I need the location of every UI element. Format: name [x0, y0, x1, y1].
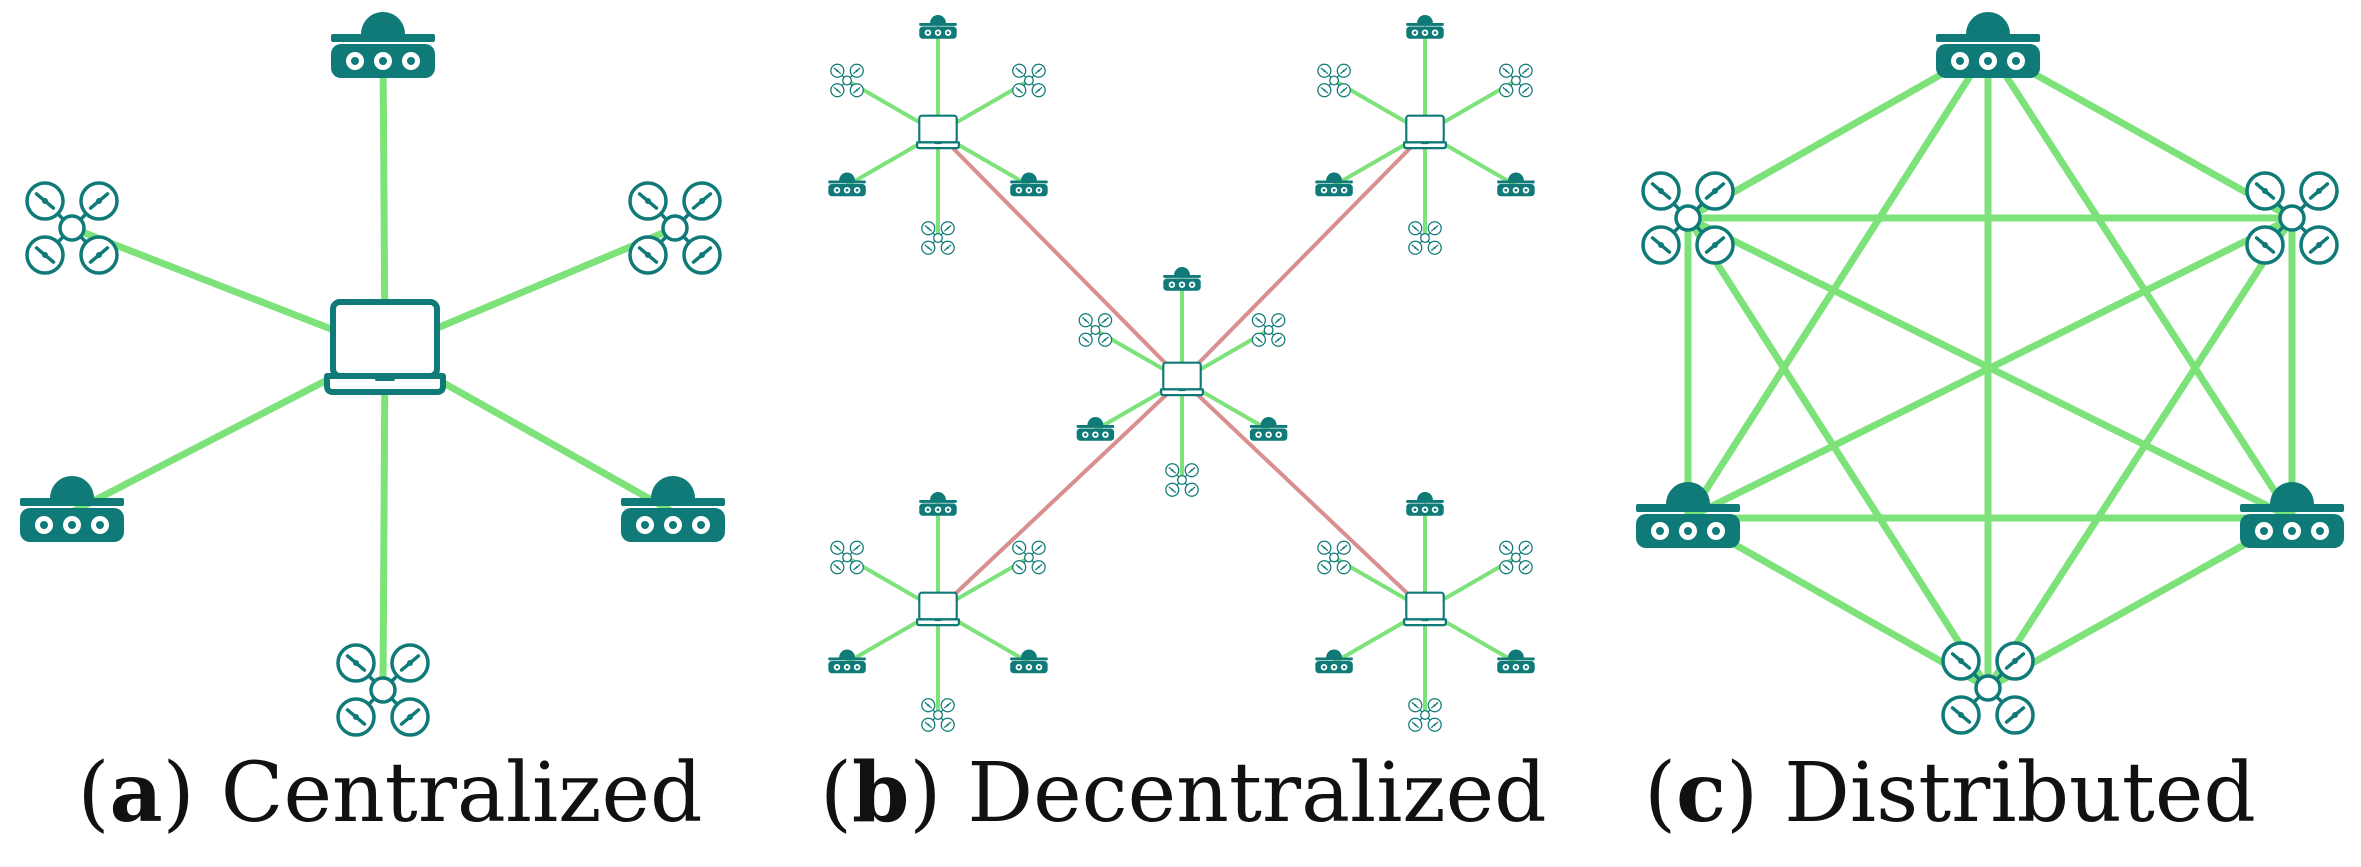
laptop-icon — [324, 299, 446, 395]
drone-icon — [1012, 540, 1046, 575]
drone-icon — [1941, 641, 2035, 735]
mesh-link — [1684, 44, 1992, 522]
drone-icon — [1251, 313, 1286, 347]
ground-robot-icon — [1406, 15, 1444, 39]
laptop-icon — [1160, 361, 1204, 397]
drone-icon — [1499, 540, 1533, 575]
mesh-link — [1684, 214, 2296, 522]
caption-title-c: Distributed — [1784, 746, 2256, 841]
drone-icon — [1408, 698, 1442, 732]
drone-icon — [1165, 463, 1199, 497]
backbone-link — [936, 378, 1184, 612]
ground-robot-icon — [1636, 482, 1740, 548]
ground-robot-icon — [1497, 649, 1535, 674]
drone-icon — [25, 181, 119, 275]
caption-letter-b: b — [852, 745, 910, 841]
mesh-link — [1984, 514, 2296, 692]
ground-robot-icon — [1936, 12, 2040, 78]
drone-icon — [1408, 221, 1442, 255]
laptop-icon — [916, 114, 960, 150]
drone-icon — [1012, 63, 1046, 98]
ground-robot-icon — [919, 15, 957, 39]
backbone-link — [936, 131, 1184, 382]
ground-robot-icon — [1315, 649, 1353, 674]
ground-robot-icon — [828, 649, 866, 674]
mesh-link — [1984, 44, 2296, 222]
ground-robot-icon — [1010, 172, 1048, 197]
caption-decentralized: (b) Decentralized — [820, 745, 1547, 841]
drone-icon — [2245, 171, 2339, 265]
centralized-panel — [20, 12, 725, 737]
drone-icon — [336, 643, 430, 737]
caption-title-b: Decentralized — [967, 746, 1547, 841]
backbone-link — [1180, 378, 1427, 612]
ground-robot-icon — [621, 476, 725, 542]
drone-icon — [830, 63, 864, 98]
drone-icon — [921, 698, 955, 732]
mesh-link — [1684, 514, 1992, 692]
laptop-icon — [916, 591, 960, 627]
ground-robot-icon — [1406, 492, 1444, 516]
laptop-icon — [1403, 114, 1447, 150]
ground-robot-icon — [828, 172, 866, 197]
drone-icon — [921, 221, 955, 255]
ground-robot-icon — [1163, 267, 1201, 291]
mesh-link — [1684, 214, 1992, 692]
ground-robot-icon — [2240, 482, 2344, 548]
caption-letter-c: c — [1676, 745, 1727, 841]
laptop-icon — [1403, 591, 1447, 627]
ground-robot-icon — [20, 476, 124, 542]
ground-robot-icon — [1497, 172, 1535, 197]
caption-distributed: (c) Distributed — [1644, 745, 2256, 841]
drone-icon — [1317, 540, 1351, 575]
mesh-link — [1984, 214, 2296, 692]
caption-letter-a: a — [109, 745, 163, 841]
ground-robot-icon — [1010, 649, 1048, 674]
caption-centralized: (a) Centralized — [77, 745, 703, 841]
ground-robot-icon — [1249, 417, 1288, 441]
mesh-link — [1984, 44, 2296, 522]
distributed-panel — [1636, 12, 2344, 735]
drone-icon — [1078, 313, 1113, 347]
drone-icon — [1641, 171, 1735, 265]
decentralized-panel — [828, 15, 1535, 732]
drone-icon — [1317, 63, 1351, 98]
mesh-link — [1684, 44, 1992, 222]
backbone-link — [1180, 131, 1427, 382]
ground-robot-icon — [1076, 417, 1115, 441]
drone-icon — [1499, 63, 1533, 98]
drone-icon — [830, 540, 864, 575]
caption-title-a: Centralized — [220, 746, 703, 841]
drone-icon — [628, 181, 722, 275]
ground-robot-icon — [1315, 172, 1353, 197]
ground-robot-icon — [919, 492, 957, 516]
ground-robot-icon — [331, 12, 435, 78]
centralized-link — [379, 346, 389, 694]
